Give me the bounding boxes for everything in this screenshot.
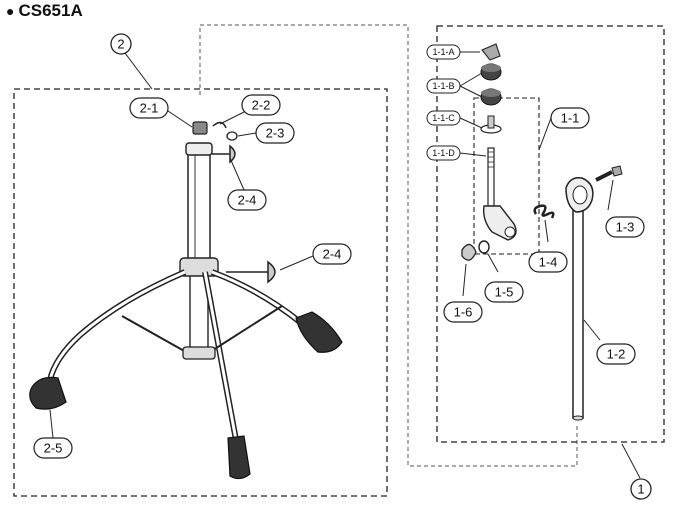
group-1-box [436,25,665,443]
labels: 2 1 2-1 2-2 2-3 2-4 2-4 2-5 [33,33,652,500]
part-1-4-spring [533,204,555,219]
svg-text:2-3: 2-3 [266,126,285,141]
part-2-2-clip [212,121,227,129]
diagram-title: ●CS651A [6,1,83,21]
svg-text:1-3: 1-3 [616,220,635,235]
svg-text:2-1: 2-1 [140,101,159,116]
bullet-icon: ● [6,3,15,19]
stand-hinge-bracket [179,257,219,277]
label-1-1-D: 1-1-D [426,145,461,161]
stand-leg-right [210,269,302,325]
part-1-1-A-wing-nut [481,43,501,61]
svg-text:1-1-C: 1-1-C [432,113,455,123]
label-1-5: 1-5 [484,281,524,303]
label-group-2: 2 [110,33,132,55]
label-2-4-lower: 2-4 [312,243,352,265]
label-2-3: 2-3 [255,122,295,144]
label-2-1: 2-1 [129,97,169,119]
stand-collar [185,142,213,156]
part-2-4-screw-upper [212,144,236,164]
svg-text:2-2: 2-2 [252,98,271,113]
label-2-5: 2-5 [33,437,73,459]
label-1-2: 1-2 [596,343,636,365]
part-1-5-washer [478,240,490,254]
svg-text:1-6: 1-6 [454,305,473,320]
svg-text:2-4: 2-4 [238,193,257,208]
stand-brace-left [121,315,187,353]
part-1-2-pipe [572,207,584,419]
svg-text:2-4: 2-4 [323,247,342,262]
label-1-1: 1-1 [550,107,590,129]
label-group-1: 1 [630,478,652,500]
svg-text:1: 1 [637,482,644,497]
part-2-4-screw-lower [226,260,276,284]
stand-foot-front [227,435,251,480]
svg-text:1-1-D: 1-1-D [432,148,455,158]
part-2-3-washer [226,131,238,141]
part-2-1-bushing [192,121,208,135]
label-1-3: 1-3 [605,216,645,238]
model-name: CS651A [18,1,83,20]
stand-leg-left [47,269,187,381]
label-1-1-C: 1-1-C [426,110,461,126]
svg-text:1-2: 1-2 [607,347,626,362]
svg-text:2: 2 [117,37,124,52]
leader-lines [49,51,641,479]
svg-text:2-5: 2-5 [44,441,63,456]
stand-brace-right [209,305,283,353]
part-1-6-wing-nut [461,243,477,261]
svg-text:1-1-A: 1-1-A [432,47,454,57]
stand-foot-right [295,311,343,353]
label-2-4-upper: 2-4 [227,189,267,211]
svg-text:1-5: 1-5 [495,285,514,300]
stand-upper-tube [187,147,211,264]
svg-text:1-1-B: 1-1-B [432,81,454,91]
svg-text:1-1: 1-1 [561,111,580,126]
stand-foot-left [29,376,67,410]
label-1-4: 1-4 [528,251,568,273]
label-2-2: 2-2 [241,94,281,116]
part-1-3-bolt [595,170,613,182]
svg-text:1-4: 1-4 [539,255,558,270]
group-connector-line [199,24,578,467]
label-1-6: 1-6 [443,301,483,323]
label-1-1-A: 1-1-A [426,44,461,60]
label-1-1-B: 1-1-B [426,78,461,94]
stand-assembly [29,121,343,480]
holder-assembly [461,43,623,421]
